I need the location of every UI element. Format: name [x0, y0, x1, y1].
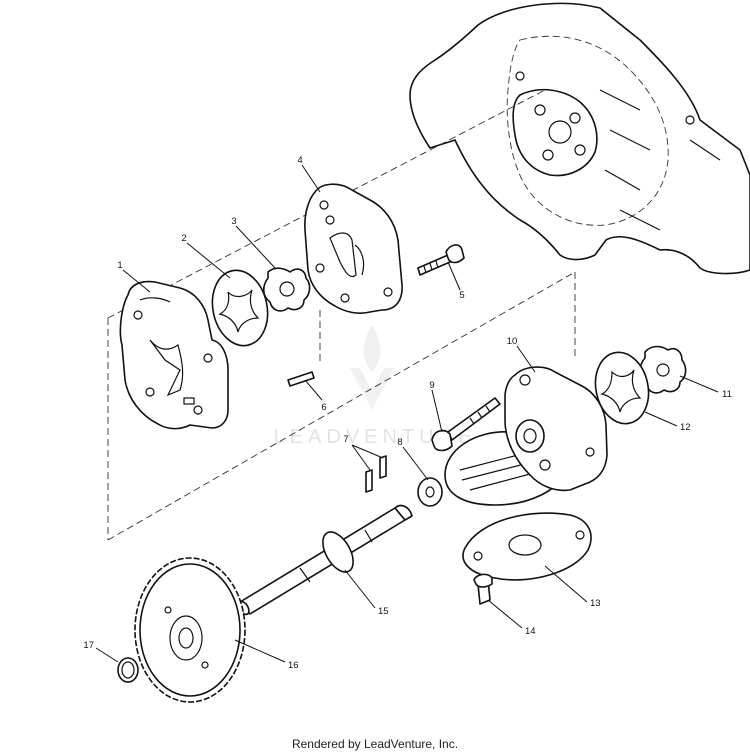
callout-7: 7 [343, 434, 348, 445]
callout-11: 11 [722, 389, 732, 400]
callout-3: 3 [231, 216, 236, 227]
callout-12: 12 [680, 422, 691, 433]
pump-shaft [238, 504, 413, 616]
footer-credit: Rendered by LeadVenture, Inc. [291, 737, 459, 751]
callout-8: 8 [397, 437, 402, 448]
callout-13: 13 [590, 598, 601, 609]
callout-17: 17 [83, 640, 94, 651]
pump-body [119, 280, 229, 430]
snap-ring [117, 657, 139, 683]
outer-rotor-second [594, 351, 650, 425]
callout-10: 10 [507, 336, 518, 347]
washer [417, 477, 443, 507]
long-bolt [431, 397, 501, 452]
pins [365, 455, 387, 493]
callout-15: 15 [378, 606, 389, 617]
pump-housing [444, 366, 608, 506]
leader-lines [95, 164, 719, 663]
inner-rotor [262, 267, 311, 312]
screen-plate [462, 512, 592, 581]
small-screw [473, 573, 493, 605]
pump-cover [304, 183, 403, 314]
callout-9: 9 [429, 380, 434, 391]
watermark-logo-icon [350, 325, 394, 410]
callout-6: 6 [321, 402, 326, 413]
watermark-text: LEADVENTURE [274, 426, 477, 448]
dowel-pin [287, 371, 315, 387]
callout-5: 5 [459, 290, 464, 301]
drive-gear [134, 557, 246, 703]
callout-14: 14 [525, 626, 536, 637]
cover-screw [417, 244, 465, 276]
callout-4: 4 [297, 155, 302, 166]
engine-case [409, 2, 750, 275]
outer-rotor [211, 269, 269, 347]
callout-1: 1 [117, 260, 122, 271]
callout-2: 2 [181, 233, 186, 244]
watermark: LEADVENTURE [274, 325, 477, 448]
callout-16: 16 [288, 660, 299, 671]
callouts: 1 2 3 4 5 6 7 8 9 10 11 12 13 14 15 16 1… [83, 155, 731, 671]
